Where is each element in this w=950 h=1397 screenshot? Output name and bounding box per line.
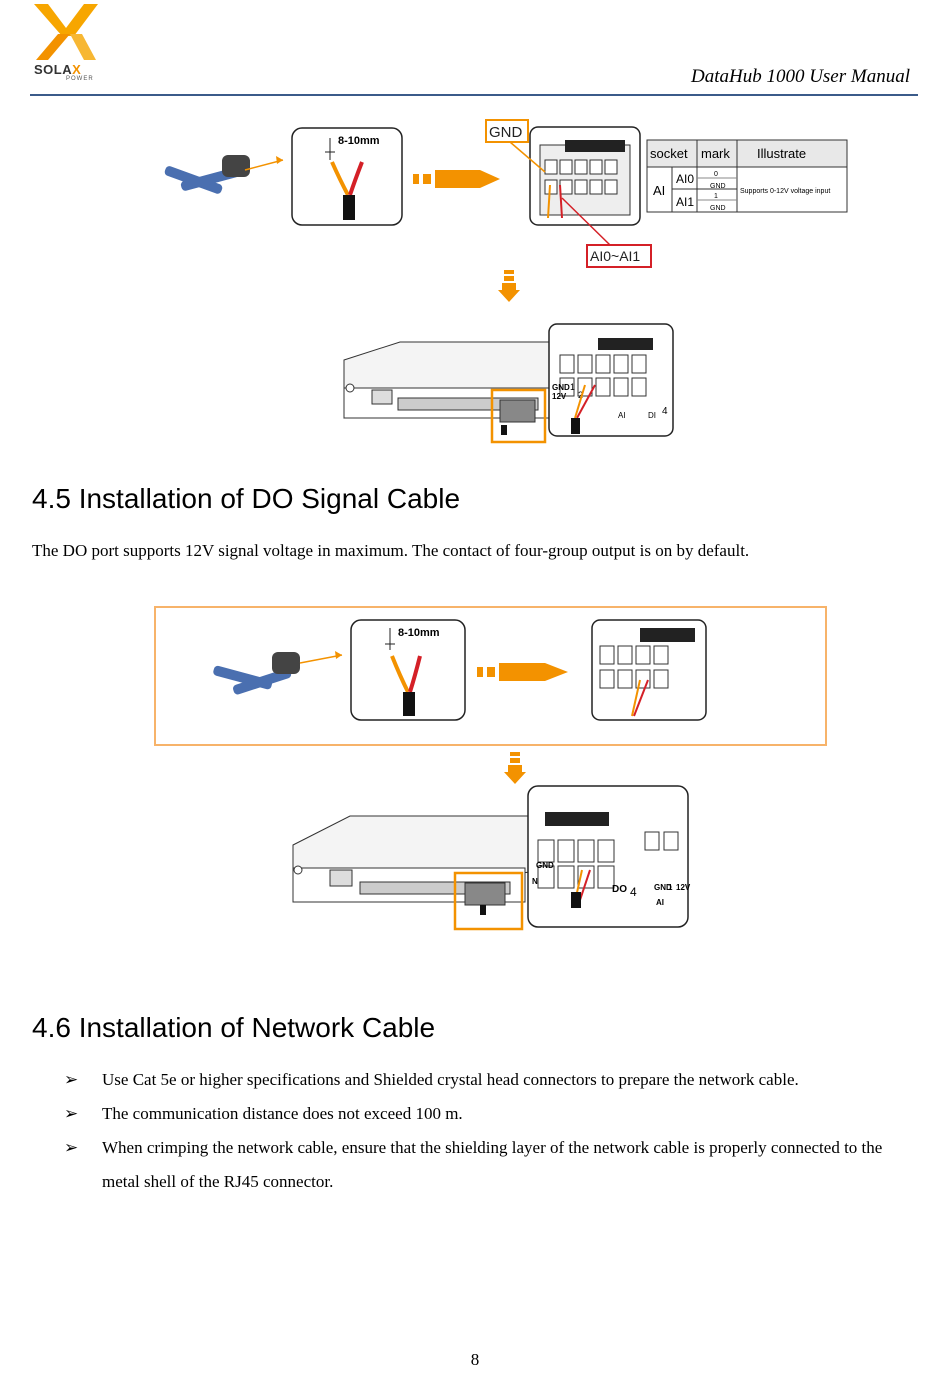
strip-length-label: 8-10mm — [338, 135, 380, 147]
table-pin-gnd-1: GND — [710, 183, 726, 190]
bullet-arrow-icon: ➢ — [64, 1138, 79, 1157]
inset-label-12v: 12V — [552, 392, 567, 401]
bullet-text: When crimping the network cable, ensure … — [102, 1138, 883, 1191]
stripped-wire-diagram: 8-10mm — [291, 127, 403, 226]
inset-label-gnd-2: GND — [654, 883, 672, 892]
crimp-tool-icon — [164, 155, 250, 194]
table-pin-gnd-2: GND — [710, 205, 726, 212]
bullet-text: The communication distance does not exce… — [102, 1104, 463, 1123]
bullet-arrow-icon: ➢ — [64, 1070, 79, 1089]
table-illustrate-text: Supports 0-12V voltage input — [740, 188, 830, 195]
inset-label-di: DI — [648, 411, 656, 420]
process-arrow-icon — [477, 663, 568, 681]
section-4-5-paragraph: The DO port supports 12V signal voltage … — [32, 541, 750, 560]
strip-length-label: 8-10mm — [398, 627, 440, 639]
inset-label-12v: 12V — [676, 883, 691, 892]
logo-subtitle: POWER — [66, 76, 94, 82]
inset-label-1: 1 — [668, 883, 673, 892]
down-arrow-icon — [504, 752, 526, 784]
header-divider — [30, 94, 918, 96]
stripped-wire-diagram: 8-10mm — [350, 619, 466, 721]
section-heading-4-6: 4.6 Installation of Network Cable — [32, 1012, 436, 1043]
table-mark-ai1: AI1 — [676, 195, 694, 209]
inset-label-n: N — [532, 877, 538, 886]
manual-title: DataHub 1000 User Manual — [690, 66, 910, 87]
table-header-mark: mark — [701, 146, 730, 161]
list-item: ➢ When crimping the network cable, ensure… — [64, 1131, 924, 1199]
logo-wordmark: SOLAX — [34, 62, 82, 77]
inset-label-1: 1 — [570, 382, 575, 392]
inset-label-do: DO — [612, 884, 627, 895]
bullet-arrow-icon: ➢ — [64, 1104, 79, 1123]
inset-label-ai: AI — [656, 898, 664, 907]
table-pin-1: 1 — [714, 193, 718, 200]
solax-logo — [34, 4, 98, 60]
list-item: ➢ The communication distance does not exc… — [64, 1097, 924, 1131]
section-heading-4-5: 4.5 Installation of DO Signal Cable — [32, 483, 461, 514]
table-header-illustrate: Illustrate — [757, 146, 806, 161]
gnd-callout: GND — [489, 124, 523, 141]
ai-callout: AI0~AI1 — [590, 248, 640, 264]
terminal-inset-diagram: GND 12V 1 2 AI DI 4 — [548, 323, 674, 437]
list-item: ➢ Use Cat 5e or higher specifications and… — [64, 1063, 924, 1097]
terminal-inset-diagram: GND N DO 4 GND 1 12V AI — [527, 785, 691, 928]
inset-label-2: 2 — [578, 390, 583, 400]
table-pin-0: 0 — [714, 171, 718, 178]
terminal-block-diagram — [591, 619, 707, 721]
do-wiring-figure: 8-10mm — [154, 606, 827, 931]
inset-label-4: 4 — [662, 406, 668, 417]
inset-label-gnd: GND — [536, 861, 554, 870]
process-arrow-icon — [413, 170, 500, 188]
ai-pin-table: socket mark Illustrate AI AI0 AI1 0 GND … — [646, 139, 848, 213]
terminal-block-diagram — [529, 126, 641, 226]
table-socket-ai: AI — [653, 183, 665, 198]
down-arrow-icon — [498, 270, 520, 302]
page-number: 8 — [470, 1350, 480, 1369]
table-mark-ai0: AI0 — [676, 172, 694, 186]
datahub-device-diagram — [292, 815, 531, 931]
inset-label-gnd: GND — [552, 383, 570, 392]
bullet-text: Use Cat 5e or higher specifications and … — [102, 1070, 799, 1089]
crimp-tool-icon — [213, 652, 300, 695]
inset-label-ai: AI — [618, 411, 626, 420]
datahub-device-diagram — [343, 341, 561, 444]
ai-wiring-figure: 8-10mm GND AI0~AI1 socket — [164, 119, 848, 444]
table-header-socket: socket — [650, 146, 688, 161]
inset-label-4: 4 — [630, 885, 637, 899]
